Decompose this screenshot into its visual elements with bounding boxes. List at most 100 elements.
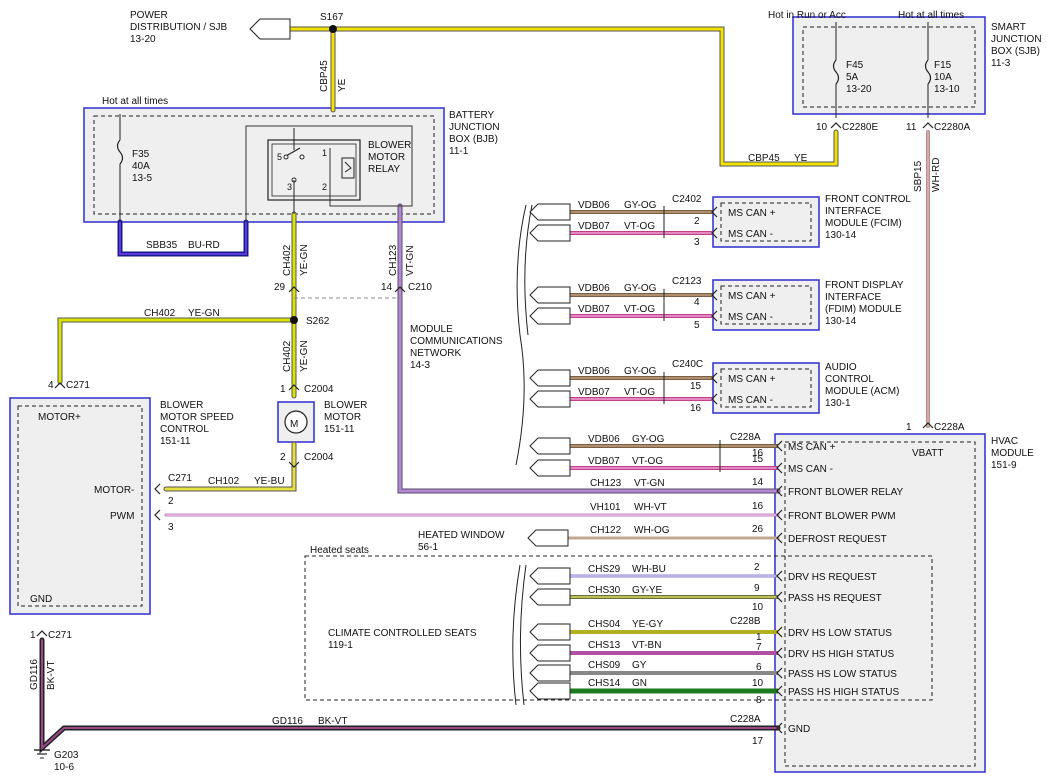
- fdim-title-3: (FDIM) MODULE: [825, 304, 902, 315]
- ch122-label: CH122: [590, 525, 622, 536]
- hvac-pin-26: 26: [752, 524, 764, 535]
- f15-amp: 10A: [934, 72, 952, 83]
- fdim-title-1: FRONT DISPLAY: [825, 280, 904, 291]
- hvac-ref: 151-9: [991, 460, 1017, 471]
- pwm-label: PWM: [110, 511, 134, 522]
- whog-label: WH-OG: [634, 525, 670, 536]
- bjb-title-3: BOX (BJB): [449, 134, 498, 145]
- c271-gnd: C271: [48, 630, 72, 641]
- bjb-hot-all: Hot at all times: [102, 96, 168, 107]
- hvac-pin-16-can: 16: [752, 448, 764, 459]
- c2402-label: C2402: [672, 194, 702, 205]
- fdim-vdb07: VDB07: [578, 304, 610, 315]
- hvac-title-2: MODULE: [991, 448, 1034, 459]
- f15-ref: 13-10: [934, 84, 960, 95]
- fdim-vdb06: VDB06: [578, 283, 610, 294]
- power-dist-ref: 13-20: [130, 34, 156, 45]
- hvac-pin-7: 7: [756, 642, 762, 653]
- sjb-pin-10: 10: [816, 122, 828, 133]
- ch402-vertical-b: CH402: [282, 340, 293, 372]
- hvac-pin-2: 2: [754, 562, 760, 573]
- sjb-hot-run: Hot in Run or Acc: [768, 10, 846, 21]
- bkvt-label: BK-VT: [318, 716, 347, 727]
- chs09-label: CHS09: [588, 660, 621, 671]
- ye-vertical: YE: [337, 78, 348, 92]
- sjb-title-2: JUNCTION: [991, 34, 1042, 45]
- c228a-top: C228A: [934, 422, 965, 433]
- blower-motor-pin-2: 2: [280, 452, 286, 463]
- mcn-title-1: MODULE: [410, 324, 453, 335]
- fcim-title-2: INTERFACE: [825, 206, 881, 217]
- motor-symbol: M: [290, 419, 298, 430]
- fcim-gyog: GY-OG: [624, 200, 657, 211]
- acm-title-3: MODULE (ACM): [825, 386, 899, 397]
- c2280a-label: C2280A: [934, 122, 970, 133]
- c2280e-label: C2280E: [842, 122, 878, 133]
- relay-title-3: RELAY: [368, 164, 400, 175]
- bmsc-pin-2: 2: [168, 496, 174, 507]
- c228a-gnd: C228A: [730, 714, 761, 725]
- s262-label: S262: [306, 316, 330, 327]
- acm-title-1: AUDIO: [825, 362, 857, 373]
- f45-ref: 13-20: [846, 84, 872, 95]
- bmsc-pin-3: 3: [168, 522, 174, 533]
- gyye-label: GY-YE: [632, 585, 663, 596]
- fcim-title-1: FRONT CONTROL: [825, 194, 911, 205]
- fcim-can-l: MS CAN -: [728, 229, 773, 240]
- hvac-pin-10-b: 10: [752, 678, 764, 689]
- bmsc-title-2: MOTOR SPEED: [160, 412, 234, 423]
- cbp45-horizontal: CBP45: [748, 153, 780, 164]
- acm-title-2: CONTROL: [825, 374, 874, 385]
- hvac-gyog: GY-OG: [632, 434, 665, 445]
- hvac-pin-8: 8: [756, 695, 762, 706]
- gd116-vertical: GD116: [29, 659, 40, 690]
- burd-label: BU-RD: [188, 240, 220, 251]
- bjb-title-2: JUNCTION: [449, 122, 500, 133]
- hvac-gnd-label: GND: [788, 724, 810, 735]
- hvac-pin-1-b: 1: [756, 632, 762, 643]
- power-dist-label-1: POWER: [130, 10, 168, 21]
- relay-title-2: MOTOR: [368, 152, 405, 163]
- front-blower-relay: FRONT BLOWER RELAY: [788, 487, 904, 498]
- hvac-pin-17: 17: [752, 736, 764, 747]
- vtgn-vertical: VT-GN: [405, 245, 416, 276]
- hvac-vdb06: VDB06: [588, 434, 620, 445]
- f35-amp: 40A: [132, 161, 150, 172]
- hvac-vdb07: VDB07: [588, 456, 620, 467]
- blower-motor-title-2: MOTOR: [324, 412, 361, 423]
- yebu-label: YE-BU: [254, 476, 285, 487]
- hvac-pin-15: 15: [752, 454, 764, 465]
- bjb-box: [83, 107, 445, 223]
- pass-hs-low-status: PASS HS LOW STATUS: [788, 669, 897, 680]
- mcn-title-3: NETWORK: [410, 348, 461, 359]
- front-blower-pwm: FRONT BLOWER PWM: [788, 511, 896, 522]
- relay-title-1: BLOWER: [368, 140, 411, 151]
- c2004-bottom: C2004: [304, 452, 334, 463]
- fdim-vtog: VT-OG: [624, 304, 655, 315]
- fdim-can-l: MS CAN -: [728, 312, 773, 323]
- fcim-vtog: VT-OG: [624, 221, 655, 232]
- c210-label: C210: [408, 282, 432, 293]
- sbb35-label: SBB35: [146, 240, 178, 251]
- c271-motor-minus: C271: [168, 473, 192, 484]
- ccs-ref: 119-1: [328, 640, 353, 651]
- hvac-pin-14: 14: [752, 477, 764, 488]
- heated-window-title: HEATED WINDOW: [418, 530, 505, 541]
- vh101-label: VH101: [590, 502, 621, 513]
- gy-label: GY: [632, 660, 647, 671]
- plug-shapes: [249, 18, 571, 700]
- bmsc-pin-1: 1: [30, 630, 36, 641]
- acm-box: [712, 362, 820, 414]
- ye-horizontal: YE: [794, 153, 808, 164]
- chs29-label: CHS29: [588, 564, 621, 575]
- vbatt-label: VBATT: [912, 448, 943, 459]
- ch123-vertical: CH123: [388, 244, 399, 276]
- c228b-label: C228B: [730, 616, 761, 627]
- fcim-ref: 130-14: [825, 230, 857, 241]
- bjb-title-1: BATTERY: [449, 110, 495, 121]
- relay-pin-2: 2: [322, 182, 327, 192]
- c2123-label: C2123: [672, 276, 702, 287]
- vtbn-label: VT-BN: [632, 640, 661, 651]
- c240c-label: C240C: [672, 359, 703, 370]
